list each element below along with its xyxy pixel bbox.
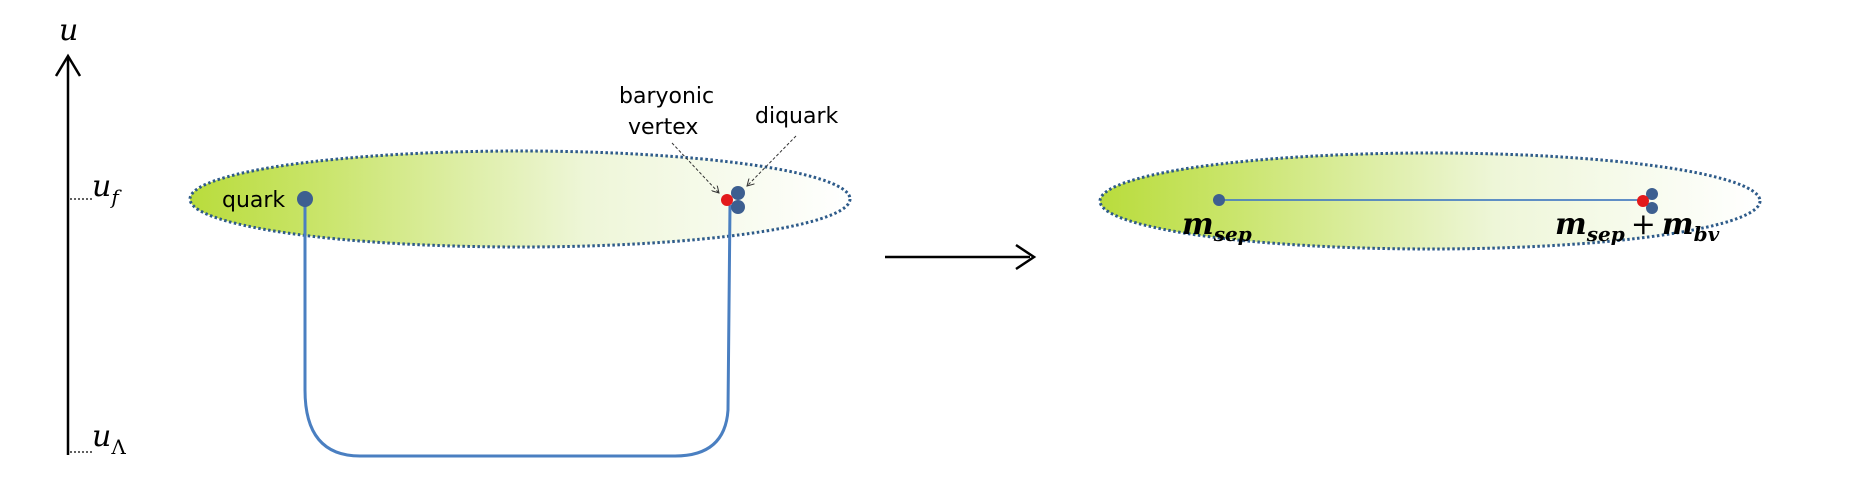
transition-arrow <box>885 243 1037 271</box>
m-sep-label: msep <box>1182 207 1252 246</box>
right-quark-endpoint <box>1213 194 1225 206</box>
diquark-pointer <box>747 135 797 186</box>
right-diquark-point-top <box>1646 188 1658 200</box>
diquark-point-top <box>731 186 745 200</box>
right-panel: msep msep+mbv <box>1098 151 1762 251</box>
left-brane-ellipse <box>188 149 852 249</box>
m-sep-plus-m-bv-label: msep+mbv <box>1555 207 1720 246</box>
quark-label: quark <box>222 188 285 213</box>
right-brane-ellipse <box>1098 151 1762 251</box>
u-axis-arrowhead <box>54 53 82 77</box>
diquark-point-bottom <box>731 200 745 214</box>
quark-endpoint <box>297 191 313 207</box>
u-f-label: uf <box>92 169 122 209</box>
baryonic-vertex-point <box>721 194 733 206</box>
string-worldsheet <box>303 202 732 458</box>
vertex-pointer <box>671 142 719 193</box>
u-lambda-label: uΛ <box>92 419 126 459</box>
right-diquark-point-bottom <box>1646 202 1658 214</box>
diquark-label: diquark <box>755 104 839 129</box>
u-axis: u uf uΛ <box>54 13 126 459</box>
right-baryonic-vertex-point <box>1637 195 1649 207</box>
u-axis-label: u <box>59 13 78 48</box>
left-panel: quark baryonic vertex diquark <box>188 84 852 458</box>
transition-arrow-head <box>1015 243 1037 271</box>
baryonic-vertex-label-line1: baryonic <box>619 84 714 109</box>
baryonic-vertex-label-line2: vertex <box>628 115 698 140</box>
